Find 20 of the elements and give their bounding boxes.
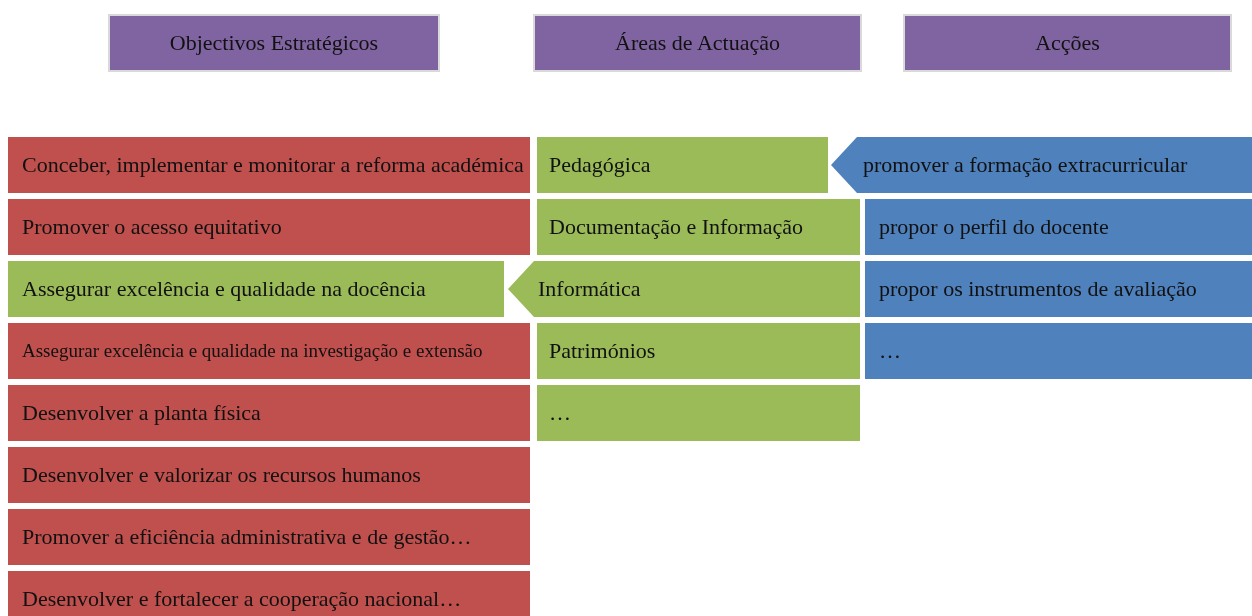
area-box: Patrimónios: [537, 323, 860, 379]
objective-box: Assegurar excelência e qualidade na investigação e extensão: [8, 323, 530, 379]
objective-box: Conceber, implementar e monitorar a reforma académica: [8, 137, 530, 193]
area-box: Informática: [508, 261, 860, 317]
header-box: Áreas de Actuação: [533, 14, 862, 72]
action-box: propor os instrumentos de avaliação: [865, 261, 1252, 317]
header-box: Acções: [903, 14, 1232, 72]
objective-box: Promover o acesso equitativo: [8, 199, 530, 255]
action-box: promover a formação extracurricular: [831, 137, 1252, 193]
objective-box: Desenvolver e fortalecer a cooperação nacional…: [8, 571, 530, 616]
action-box: propor o perfil do docente: [865, 199, 1252, 255]
action-box: …: [865, 323, 1252, 379]
area-box: …: [537, 385, 860, 441]
area-box: Documentação e Informação: [537, 199, 860, 255]
header-box: Objectivos Estratégicos: [108, 14, 440, 72]
objective-box: Desenvolver e valorizar os recursos humanos: [8, 447, 530, 503]
area-box: Pedagógica: [537, 137, 828, 193]
objective-box: Assegurar excelência e qualidade na docência: [8, 261, 504, 317]
objective-box: Promover a eficiência administrativa e de gestão…: [8, 509, 530, 565]
objective-box: Desenvolver a planta física: [8, 385, 530, 441]
